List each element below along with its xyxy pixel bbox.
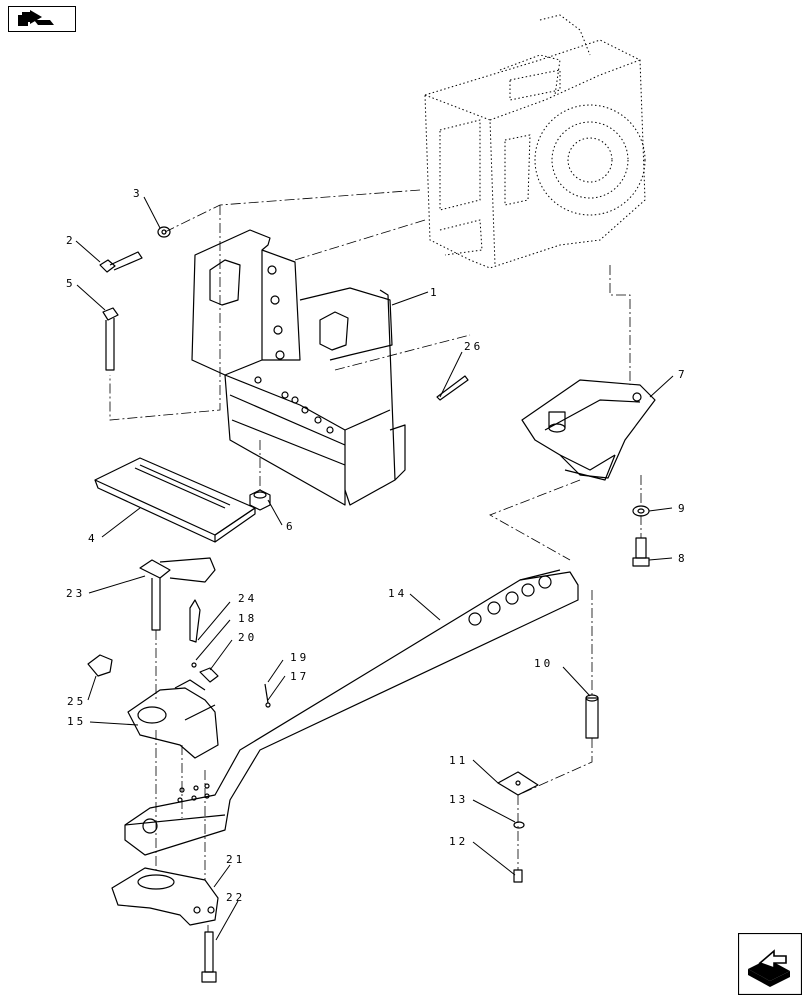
callout-10: 10 (534, 657, 553, 670)
callout-22: 22 (226, 891, 245, 904)
callout-25: 25 (67, 695, 86, 708)
plate-11 (497, 771, 539, 796)
callout-21: 21 (226, 853, 245, 866)
callout-23: 23 (66, 587, 85, 600)
knob-25 (87, 654, 113, 677)
callout-19: 19 (290, 651, 309, 664)
support-7 (521, 379, 656, 481)
callout-5: 5 (66, 277, 76, 290)
callout-3: 3 (133, 187, 143, 200)
next-page-button[interactable] (737, 932, 803, 996)
spring-pin-20 (191, 662, 219, 683)
washer-9 (632, 505, 650, 517)
bolt-8 (632, 537, 650, 567)
pin-26 (436, 375, 469, 401)
previous-page-button[interactable] (8, 6, 76, 32)
leader-lines (75, 196, 674, 941)
callout-18: 18 (238, 612, 257, 625)
callout-26: 26 (464, 340, 483, 353)
bolt-22 (201, 931, 217, 983)
next-page-icon (737, 932, 803, 996)
callout-20: 20 (238, 631, 257, 644)
hitch-bracket (191, 229, 406, 506)
clip-24 (189, 599, 201, 643)
callout-14: 14 (388, 587, 407, 600)
washer-13 (513, 821, 525, 829)
callout-13: 13 (449, 793, 468, 806)
bolt-2 (99, 251, 143, 273)
bolt-12 (513, 869, 523, 883)
callout-8: 8 (678, 552, 688, 565)
bolt-5 (102, 307, 119, 371)
callout-11: 11 (449, 754, 468, 767)
pin-10 (585, 694, 599, 739)
nut-3 (157, 226, 171, 238)
callout-9: 9 (678, 502, 688, 515)
drawbar-14 (124, 569, 579, 856)
clevis-15 (127, 679, 219, 759)
slide-plate-4 (94, 457, 256, 543)
callout-7: 7 (678, 368, 688, 381)
transmission-housing (424, 14, 646, 269)
callout-1: 1 (430, 286, 440, 299)
callout-labels: 1 2 3 4 5 6 7 8 9 10 11 12 13 14 15 17 1… (66, 187, 688, 904)
pin-23 (139, 557, 216, 631)
callout-4: 4 (88, 532, 98, 545)
callout-24: 24 (238, 592, 257, 605)
callout-6: 6 (286, 520, 296, 533)
callout-12: 12 (449, 835, 468, 848)
callout-15: 15 (67, 715, 86, 728)
callout-17: 17 (290, 670, 309, 683)
pin-17 (264, 683, 271, 708)
callout-2: 2 (66, 234, 76, 247)
back-page-icon (8, 6, 76, 32)
plate-21 (111, 867, 219, 926)
assembly-lines (109, 189, 642, 932)
